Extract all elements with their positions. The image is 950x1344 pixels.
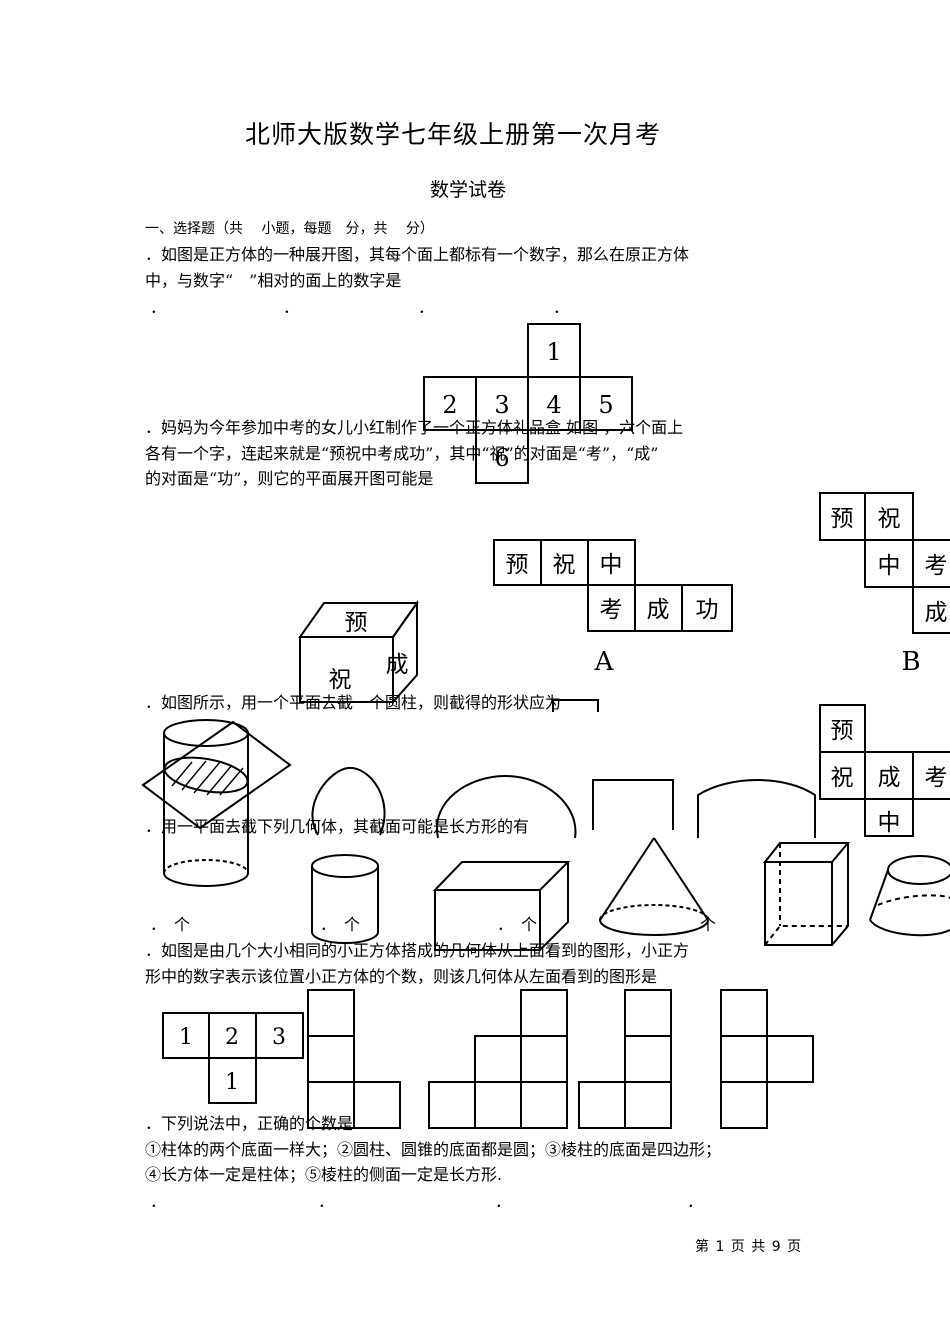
q5-grid-number: 2 — [225, 1025, 239, 1050]
q2-d-cell: 考 — [925, 765, 948, 791]
q1-net-number: 2 — [442, 391, 457, 419]
q6-line1: ．下列说法中，正确的个数是 — [145, 1114, 354, 1133]
q5-option-d-view — [720, 989, 814, 1129]
q5-line1: ．如图是由几个大小相同的小正方体搭成的几何体从上面看到的图形，小正方 — [145, 941, 690, 960]
q2-b-cell: 中 — [878, 553, 901, 579]
page-subtitle: 数学试卷 — [430, 179, 507, 201]
q6-line3: ④长方体一定是柱体；⑤棱柱的侧面一定是长方形. — [145, 1165, 503, 1184]
q3-cut-cylinder — [141, 719, 292, 887]
q2-b-cell: 祝 — [878, 506, 901, 532]
q2-option-a-net — [493, 539, 733, 632]
q3-option-d-shape — [697, 779, 816, 838]
q2-cube-front-char: 祝 — [329, 667, 352, 693]
q4-cuboid — [432, 861, 571, 951]
q2-a-cell: 功 — [696, 597, 719, 623]
q4-option-c[interactable]: ． 个 — [497, 915, 538, 934]
q4-option-d[interactable]: 个 — [700, 915, 717, 934]
q1-net-number: 3 — [494, 391, 509, 419]
page-title: 北师大版数学七年级上册第一次月考 — [245, 120, 662, 149]
q4-frustum — [869, 855, 950, 937]
q3-hatch — [171, 760, 244, 796]
q2-d-cell: 预 — [831, 718, 854, 744]
q4-cone — [599, 837, 709, 936]
q2-b-cell: 预 — [831, 506, 854, 532]
q5-option-c-view — [578, 989, 672, 1129]
q1-cube-net — [423, 323, 633, 484]
q5-grid-number: 1 — [179, 1025, 193, 1050]
q2-option-b-net — [819, 492, 950, 634]
q6-option-a[interactable]: ． — [150, 1192, 167, 1211]
q1-net-number: 1 — [546, 338, 561, 366]
q5-grid-number: 1 — [225, 1070, 239, 1095]
q1-option-d[interactable]: ． — [553, 298, 570, 317]
section-header: 一、选择题（共 小题，每题 分，共 分） — [145, 221, 434, 237]
q5-line2: 形中的数字表示该位置小正方体的个数，则该几何体从左面看到的图形是 — [145, 967, 658, 986]
q1-net-number: 6 — [494, 444, 509, 472]
q1-option-a[interactable]: ． — [150, 298, 167, 317]
q6-line2: ①柱体的两个底面一样大；②圆柱、圆锥的底面都是圆；③棱柱的底面是四边形； — [145, 1140, 722, 1159]
q3-option-c-shape — [592, 779, 674, 830]
q3-option-a-shape — [311, 766, 386, 836]
q4-prism — [762, 842, 851, 946]
q2-a-cell: 中 — [600, 552, 623, 578]
q2-a-cell: 成 — [647, 597, 670, 623]
q3-option-b-shape — [435, 774, 577, 839]
q2-d-cell: 中 — [878, 810, 901, 836]
q1-option-c[interactable]: ． — [418, 298, 435, 317]
q1-option-b[interactable]: ． — [283, 298, 300, 317]
q5-grid-number: 3 — [272, 1025, 286, 1050]
q1-net-number: 5 — [598, 391, 613, 419]
q2-gift-cube — [298, 599, 419, 705]
q2-a-cell: 祝 — [553, 552, 576, 578]
q4-cylinder — [311, 854, 379, 944]
q5-option-a-view — [307, 989, 401, 1129]
q2-label-a[interactable]: A — [594, 647, 615, 677]
q6-option-d[interactable]: ． — [687, 1192, 704, 1211]
q2-a-cell: 预 — [506, 552, 529, 578]
q2-line1: ．妈妈为今年参加中考的女儿小红制作了一个正方体礼品盒 如图 ，六个面上 — [145, 418, 684, 437]
q2-cube-side-char: 成 — [386, 652, 409, 678]
q3-line-fragment — [552, 699, 599, 712]
q2-b-cell: 考 — [925, 553, 948, 579]
q5-option-b-view — [428, 989, 568, 1129]
q6-option-b[interactable]: ． — [318, 1192, 335, 1211]
q2-line3: 的对面是“功”，则它的平面展开图可能是 — [145, 469, 434, 488]
q6-option-c[interactable]: ． — [495, 1192, 512, 1211]
page-footer: 第 1 页 共 9 页 — [695, 1239, 803, 1255]
q2-d-cell: 祝 — [831, 765, 854, 791]
q1-line1: ．如图是正方体的一种展开图，其每个面上都标有一个数字，那么在原正方体 — [145, 245, 690, 264]
q2-b-cell: 成 — [925, 600, 948, 626]
q5-top-view — [162, 1012, 304, 1104]
q2-cube-top-char: 预 — [345, 610, 368, 636]
q1-net-number: 4 — [546, 391, 561, 419]
q2-label-b[interactable]: B — [901, 647, 920, 677]
q1-line2: 中，与数字“ ”相对的面上的数字是 — [145, 271, 402, 290]
q2-a-cell: 考 — [600, 597, 623, 623]
q4-option-b[interactable]: ． 个 — [320, 915, 361, 934]
q2-option-d-net — [819, 704, 950, 837]
q3-line1: ．如图所示，用一个平面去截一个圆柱，则截得的形状应为 — [145, 693, 562, 712]
q4-option-a[interactable]: ． 个 — [150, 915, 191, 934]
q2-line2: 各有一个字，连起来就是“预祝中考成功”，其中“祝”的对面是“考”，“成” — [145, 444, 659, 463]
q4-line1: ．用一平面去截下列几何体，其截面可能是长方形的有 — [145, 817, 530, 836]
q2-d-cell: 成 — [878, 765, 901, 791]
